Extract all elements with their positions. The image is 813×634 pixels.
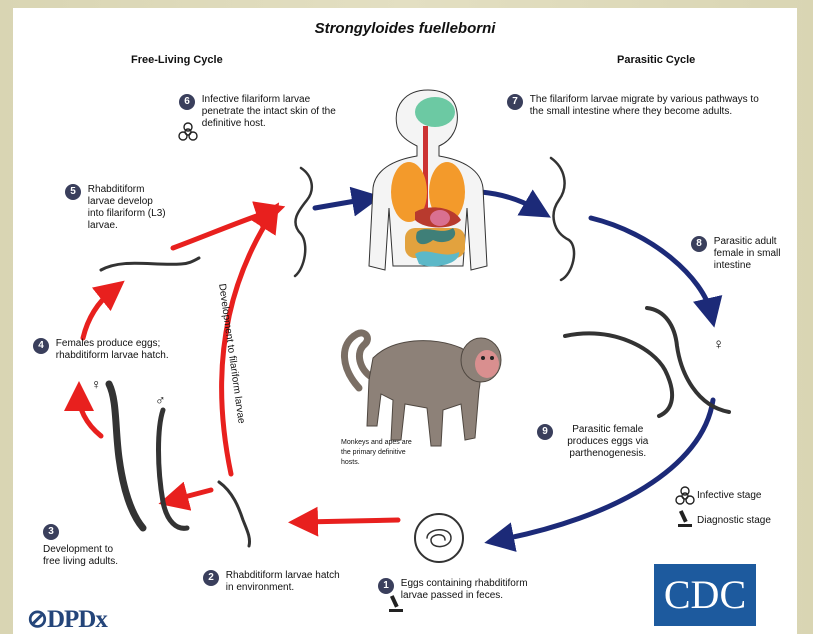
step-5-badge: 5 — [65, 184, 81, 200]
egg-with-larva — [415, 514, 463, 562]
step-4-text: Females produce eggs; rhabditiform larva… — [56, 338, 182, 362]
step-1-badge: 1 — [378, 578, 394, 594]
monkey-host-illustration — [344, 333, 501, 446]
arrow-host-to-migrating-larvae — [481, 192, 538, 210]
arrow-rhabditiform-to-adults — [173, 490, 211, 500]
step-2: 2 Rhabditiform larvae hatch in environme… — [203, 570, 363, 594]
step-9-badge: 9 — [537, 424, 553, 440]
dpdx-logo-text: DPDx — [47, 606, 107, 633]
arrow-eggs-to-larvae — [83, 290, 113, 338]
parasitic-female-worm — [565, 308, 729, 416]
free-living-female — [109, 384, 143, 528]
step-6: 6 Infective filariform larvae penetrate … — [179, 94, 349, 130]
filariform-larva-7 — [551, 158, 574, 280]
male-symbol: ♂ — [155, 392, 166, 408]
step-6-badge: 6 — [179, 94, 195, 110]
female-symbol: ♀ — [91, 376, 102, 392]
parasitic-female-symbol: ♀ — [713, 336, 724, 353]
step-8: 8 Parasitic adult female in small intest… — [691, 236, 787, 272]
step-6-text: Infective filariform larvae penetrate th… — [202, 94, 342, 130]
step-5-text: Rhabditiform larvae develop into filarif… — [88, 184, 170, 232]
arrow-egg-to-rhabditiform — [303, 520, 398, 522]
cdc-logo: CDC — [654, 564, 756, 626]
legend-biohazard-icon — [676, 487, 694, 504]
diagram-panel: Strongyloides fuelleborni Free-Living Cy… — [13, 8, 797, 634]
step-3-badge: 3 — [43, 524, 59, 540]
step-1-text: Eggs containing rhabditiform larvae pass… — [401, 578, 551, 602]
step-3: 3 Development to free living adults. — [43, 524, 133, 568]
step-4-badge: 4 — [33, 338, 49, 354]
legend-microscope-icon — [678, 510, 692, 527]
step-5: 5 Rhabditiform larvae develop into filar… — [65, 184, 185, 232]
step-7-badge: 7 — [507, 94, 523, 110]
step-3-text: Development to free living adults. — [43, 544, 133, 568]
monkey-caption: Monkeys and apes are the primary definit… — [341, 438, 421, 468]
step-2-badge: 2 — [203, 570, 219, 586]
filariform-larva-6 — [295, 168, 312, 276]
rhabditiform-larva-2 — [219, 482, 250, 546]
step-7: 7 The filariform larvae migrate by vario… — [507, 94, 777, 118]
free-living-male — [159, 410, 188, 528]
step-8-badge: 8 — [691, 236, 707, 252]
legend-infective: Infective stage — [697, 490, 761, 501]
dpdx-logo: ⊘DPDx — [27, 604, 107, 634]
step-7-text: The filariform larvae migrate by various… — [530, 94, 770, 118]
step-2-text: Rhabditiform larvae hatch in environment… — [226, 570, 346, 594]
step-9-text: Parasitic female produces eggs via parth… — [560, 424, 656, 460]
step-1: 1 Eggs containing rhabditiform larvae pa… — [378, 578, 568, 602]
arrow-adults-to-eggs — [79, 396, 101, 436]
legend-diagnostic: Diagnostic stage — [697, 515, 771, 526]
step-8-text: Parasitic adult female in small intestin… — [714, 236, 786, 272]
arrow-filariform-to-host — [315, 199, 367, 208]
human-host-illustration — [369, 90, 487, 270]
step-4: 4 Females produce eggs; rhabditiform lar… — [33, 338, 223, 362]
arrow-female-to-eggs — [499, 400, 713, 540]
rhabditiform-larva-5 — [101, 258, 199, 270]
step-9: 9 Parasitic female produces eggs via par… — [537, 424, 687, 460]
